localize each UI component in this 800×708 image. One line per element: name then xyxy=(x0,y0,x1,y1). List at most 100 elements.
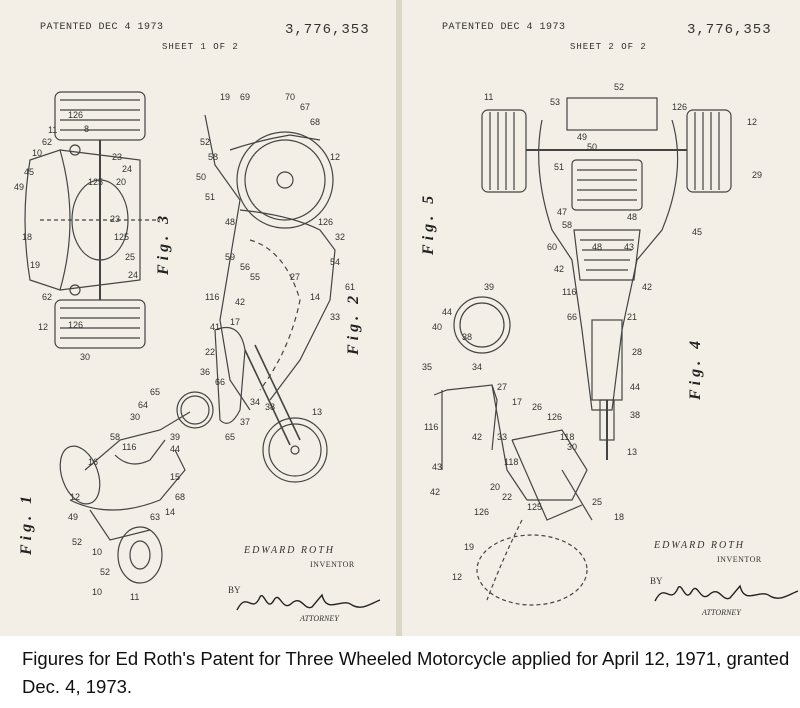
figure-2-label: Fig. 2 xyxy=(345,291,362,355)
svg-text:32: 32 xyxy=(335,232,345,242)
svg-text:52: 52 xyxy=(72,537,82,547)
svg-text:34: 34 xyxy=(472,362,482,372)
inventor-role: INVENTOR xyxy=(310,560,355,569)
svg-text:19: 19 xyxy=(30,260,40,270)
svg-text:19: 19 xyxy=(220,92,230,102)
svg-text:27: 27 xyxy=(290,272,300,282)
figure-4-label: Fig. 4 xyxy=(687,336,704,400)
svg-text:70: 70 xyxy=(285,92,295,102)
rear-wheel-right-top xyxy=(686,109,732,193)
svg-text:125: 125 xyxy=(114,232,129,242)
svg-text:50: 50 xyxy=(587,142,597,152)
svg-text:62: 62 xyxy=(42,292,52,302)
svg-text:30: 30 xyxy=(130,412,140,422)
svg-text:60: 60 xyxy=(547,242,557,252)
svg-text:42: 42 xyxy=(235,297,245,307)
sheet-number: SHEET 2 OF 2 xyxy=(570,42,647,52)
svg-text:42: 42 xyxy=(642,282,652,292)
svg-text:28: 28 xyxy=(632,347,642,357)
svg-text:64: 64 xyxy=(138,400,148,410)
svg-text:58: 58 xyxy=(110,432,120,442)
svg-text:48: 48 xyxy=(225,217,235,227)
patented-date: PATENTED DEC 4 1973 xyxy=(442,22,566,33)
svg-text:116: 116 xyxy=(424,422,438,432)
attorney-signature-2 xyxy=(654,584,799,602)
svg-text:49: 49 xyxy=(68,512,78,522)
attorney-signature-1 xyxy=(236,593,381,611)
svg-text:29: 29 xyxy=(752,170,762,180)
svg-text:42: 42 xyxy=(472,432,482,442)
svg-text:15: 15 xyxy=(170,472,180,482)
figure-5-label: Fig. 5 xyxy=(420,191,437,255)
svg-text:54: 54 xyxy=(330,257,340,267)
svg-text:52: 52 xyxy=(100,567,110,577)
svg-text:116: 116 xyxy=(122,442,136,452)
svg-text:24: 24 xyxy=(128,270,138,280)
patent-sheet-1: PATENTED DEC 4 1973 3,776,353 SHEET 1 OF… xyxy=(0,0,396,636)
svg-text:35: 35 xyxy=(422,362,432,372)
svg-text:34: 34 xyxy=(250,397,260,407)
inventor-name: EDWARD ROTH xyxy=(654,540,746,551)
svg-text:45: 45 xyxy=(692,227,702,237)
patented-date: PATENTED DEC 4 1973 xyxy=(40,22,164,33)
svg-text:48: 48 xyxy=(592,242,602,252)
svg-text:12: 12 xyxy=(330,152,340,162)
attorney-role: ATTORNEY xyxy=(702,608,741,617)
svg-text:10: 10 xyxy=(32,148,42,158)
svg-text:39: 39 xyxy=(484,282,494,292)
svg-text:118: 118 xyxy=(560,432,574,442)
svg-text:18: 18 xyxy=(22,232,32,242)
svg-text:10: 10 xyxy=(92,587,102,597)
svg-text:20: 20 xyxy=(490,482,500,492)
svg-text:12: 12 xyxy=(747,117,757,127)
attorney-role: ATTORNEY xyxy=(300,614,339,623)
svg-text:66: 66 xyxy=(567,312,577,322)
svg-text:58: 58 xyxy=(562,220,572,230)
svg-text:17: 17 xyxy=(230,317,240,327)
sheet-gutter xyxy=(396,0,402,636)
rear-wheel-left-top xyxy=(481,109,527,193)
svg-text:55: 55 xyxy=(250,272,260,282)
svg-text:69: 69 xyxy=(240,92,250,102)
svg-text:10: 10 xyxy=(92,547,102,557)
svg-text:48: 48 xyxy=(627,212,637,222)
figure-caption: Figures for Ed Roth's Patent for Three W… xyxy=(22,648,790,697)
svg-text:68: 68 xyxy=(175,492,185,502)
svg-text:17: 17 xyxy=(512,397,522,407)
inventor-role: INVENTOR xyxy=(717,555,762,564)
svg-text:126: 126 xyxy=(547,412,562,422)
svg-text:62: 62 xyxy=(42,137,52,147)
svg-text:126: 126 xyxy=(474,507,489,517)
svg-text:14: 14 xyxy=(165,507,175,517)
svg-text:25: 25 xyxy=(592,497,602,507)
body-outline-top xyxy=(538,119,679,411)
svg-text:8: 8 xyxy=(84,124,89,134)
svg-text:25: 25 xyxy=(125,252,135,262)
svg-text:58: 58 xyxy=(208,152,218,162)
rear-wheel-persp xyxy=(117,526,163,584)
svg-text:45: 45 xyxy=(24,167,34,177)
svg-text:27: 27 xyxy=(497,382,507,392)
svg-text:125: 125 xyxy=(527,502,542,512)
svg-text:51: 51 xyxy=(554,162,564,172)
svg-text:33: 33 xyxy=(497,432,507,442)
svg-text:43: 43 xyxy=(624,242,634,252)
svg-text:67: 67 xyxy=(300,102,310,112)
svg-text:65: 65 xyxy=(150,387,160,397)
svg-text:11: 11 xyxy=(484,92,493,102)
by-label: BY xyxy=(228,585,241,595)
svg-text:22: 22 xyxy=(502,492,512,502)
patent-number: 3,776,353 xyxy=(687,22,772,38)
by-label: BY xyxy=(650,576,663,586)
svg-text:125: 125 xyxy=(88,177,103,187)
svg-text:33: 33 xyxy=(330,312,340,322)
svg-text:51: 51 xyxy=(205,192,215,202)
svg-text:20: 20 xyxy=(116,177,126,187)
svg-text:41: 41 xyxy=(210,322,220,332)
svg-text:44: 44 xyxy=(630,382,640,392)
svg-text:44: 44 xyxy=(442,307,452,317)
front-wheel-persp xyxy=(453,296,511,354)
svg-text:43: 43 xyxy=(432,462,442,472)
svg-text:47: 47 xyxy=(557,207,567,217)
